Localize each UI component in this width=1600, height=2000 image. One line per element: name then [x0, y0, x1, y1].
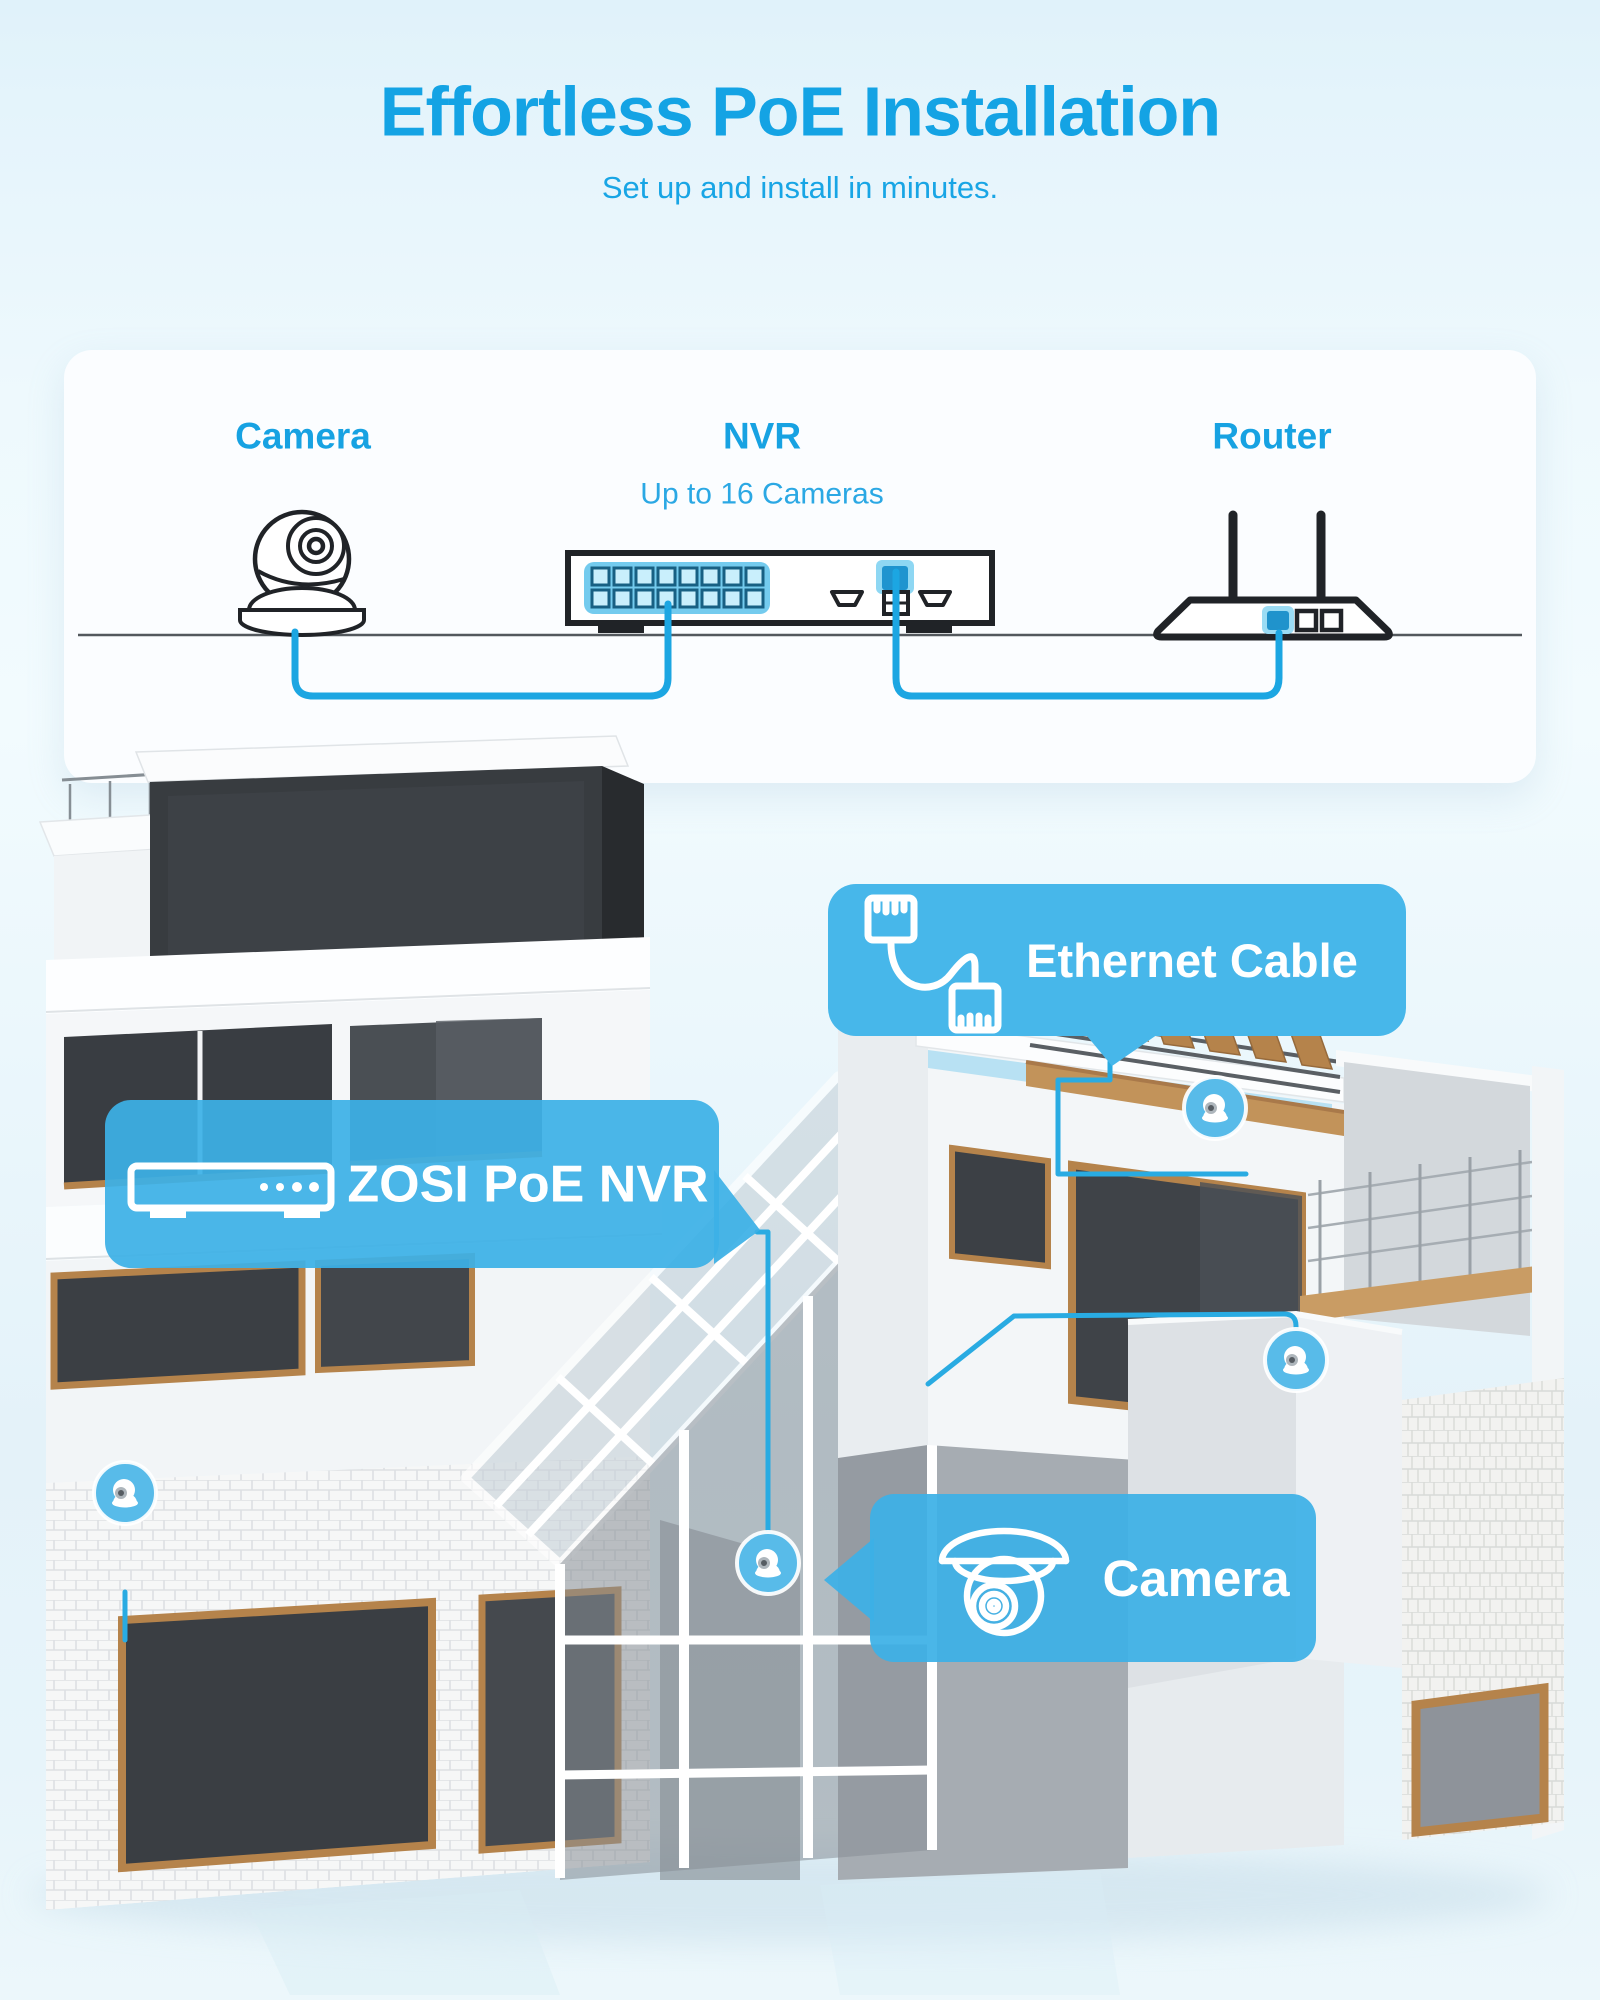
camera-marker: [1263, 1327, 1329, 1393]
page-subtitle: Set up and install in minutes.: [601, 169, 999, 205]
diagram-nvr-sublabel: Up to 16 Cameras: [640, 477, 884, 511]
nvr-to-router-cable: [892, 568, 1283, 700]
camera-marker: [92, 1460, 158, 1526]
rooftop-structure: [134, 735, 644, 980]
router-line-art: [1153, 510, 1393, 641]
poe-ports-16: [590, 566, 765, 609]
camera-callout: [824, 1494, 1316, 1662]
diagram-router-label: Router: [1212, 415, 1332, 457]
nvr-callout: [105, 1100, 760, 1268]
mosaic-wall: [1402, 1066, 1564, 1840]
poe-connection-diagram: [78, 509, 1522, 700]
nvr-callout-label: ZOSI PoE NVR: [347, 1155, 709, 1214]
camera-marker: [1182, 1075, 1248, 1141]
video-out-port: [918, 590, 952, 607]
video-out-port: [830, 590, 864, 607]
diagram-cables: [291, 568, 1283, 700]
ethernet-callout-label: Ethernet Cable: [1026, 934, 1358, 988]
ethernet-callout: [828, 884, 1406, 1066]
diagram-nvr-label: NVR: [722, 415, 802, 457]
page-title: Effortless PoE Installation: [379, 72, 1221, 151]
ethernet-cable-icon: [864, 894, 1002, 1034]
router-antennas: [1228, 510, 1326, 603]
dome-camera-line-art: [238, 509, 366, 637]
camera-callout-label: Camera: [1102, 1549, 1290, 1607]
dome-camera-icon: [938, 1527, 1070, 1637]
camera-markers: [92, 1075, 1329, 1596]
camera-to-nvr-cable: [291, 600, 672, 700]
poe-cables-house: [122, 1059, 1299, 1643]
floor-reflection: [250, 1890, 560, 1995]
floor-reflection: [820, 1870, 1120, 1995]
nvr-icon: [127, 1162, 335, 1218]
diagram-camera-label: Camera: [235, 415, 371, 457]
camera-marker: [735, 1530, 801, 1596]
nvr-line-art: [565, 550, 995, 633]
